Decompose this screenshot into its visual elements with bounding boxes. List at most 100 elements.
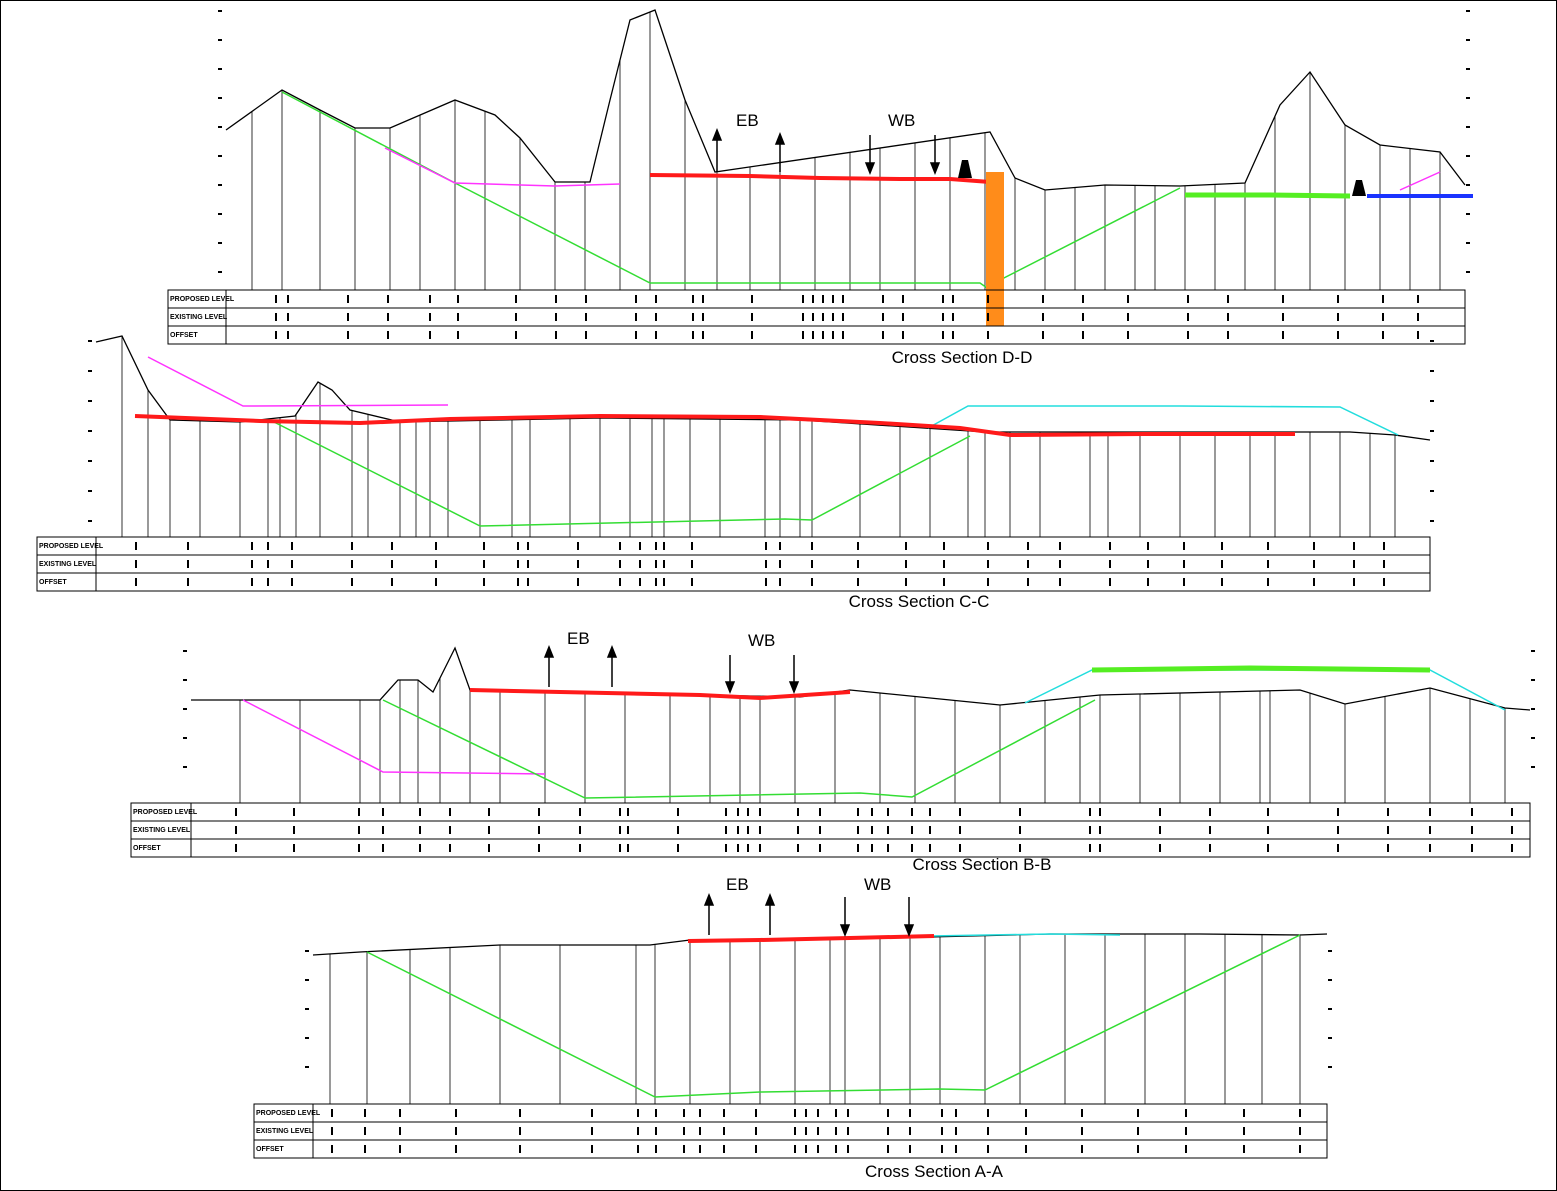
value-mark [483, 578, 485, 586]
value-mark [811, 578, 813, 586]
value-mark [909, 1127, 911, 1135]
value-mark [1383, 542, 1385, 550]
value-mark [655, 295, 657, 303]
value-mark [822, 295, 824, 303]
value-mark [455, 1127, 457, 1135]
value-mark [483, 542, 485, 550]
value-mark [538, 808, 540, 816]
value-mark [755, 1109, 757, 1117]
value-mark [1019, 808, 1021, 816]
section-a-a-row-offset: OFFSET [256, 1146, 284, 1153]
value-mark [635, 313, 637, 321]
value-mark [1059, 560, 1061, 568]
value-mark [293, 844, 295, 852]
value-mark [842, 295, 844, 303]
value-mark [1282, 295, 1284, 303]
value-mark [399, 1145, 401, 1153]
value-mark [1383, 578, 1385, 586]
value-mark [929, 808, 931, 816]
value-mark [1082, 313, 1084, 321]
value-mark [1337, 826, 1339, 834]
value-mark [1187, 295, 1189, 303]
value-mark [723, 1145, 725, 1153]
value-mark [519, 1145, 521, 1153]
scale-tick [88, 460, 92, 462]
value-mark [1187, 313, 1189, 321]
value-mark [382, 808, 384, 816]
value-mark [987, 578, 989, 586]
value-mark [943, 542, 945, 550]
value-mark [1187, 331, 1189, 339]
section-b-b-green-band [1091, 665, 1431, 673]
value-mark [677, 826, 679, 834]
value-mark [455, 1109, 457, 1117]
value-mark [692, 331, 694, 339]
value-mark [331, 1145, 333, 1153]
value-mark [1267, 826, 1269, 834]
value-mark [555, 313, 557, 321]
value-mark [1159, 844, 1161, 852]
value-mark [692, 295, 694, 303]
value-mark [847, 1127, 849, 1135]
value-mark [275, 313, 277, 321]
value-mark [235, 808, 237, 816]
value-mark [1025, 1109, 1027, 1117]
value-mark [1147, 560, 1149, 568]
value-mark [1227, 331, 1229, 339]
value-mark [751, 295, 753, 303]
section-d-d-caption: Cross Section D-D [892, 348, 1033, 367]
value-mark [794, 1145, 796, 1153]
value-mark [857, 542, 859, 550]
value-mark [887, 808, 889, 816]
value-mark [959, 826, 961, 834]
value-mark [1337, 808, 1339, 816]
value-mark [1137, 1145, 1139, 1153]
section-a-a-scale-right [1328, 950, 1332, 1068]
value-mark [235, 844, 237, 852]
value-mark [1337, 844, 1339, 852]
scale-tick [1466, 10, 1470, 12]
value-mark [747, 808, 749, 816]
value-mark [952, 331, 954, 339]
value-mark [291, 578, 293, 586]
value-mark [293, 808, 295, 816]
value-mark [585, 295, 587, 303]
scale-tick [1531, 766, 1535, 768]
value-mark [1109, 578, 1111, 586]
value-mark [627, 808, 629, 816]
value-mark [364, 1145, 366, 1153]
value-mark [387, 313, 389, 321]
value-mark [832, 331, 834, 339]
section-a-a-row-proposed: PROPOSED LEVEL [256, 1110, 321, 1117]
value-mark [702, 295, 704, 303]
value-mark [1337, 295, 1339, 303]
value-mark [635, 331, 637, 339]
scale-tick [1328, 979, 1332, 981]
scale-tick [1531, 708, 1535, 710]
value-mark [655, 331, 657, 339]
value-mark [822, 313, 824, 321]
value-mark [835, 1145, 837, 1153]
section-d-d-row-existing: EXISTING LEVEL [170, 314, 228, 321]
scale-tick [88, 340, 92, 342]
section-b-b-fill-line [242, 699, 546, 775]
value-mark [1025, 1127, 1027, 1135]
section-a-a-data-table [253, 1103, 1328, 1159]
section-a-a-eb-arrows [703, 892, 776, 935]
section-c-c-scale-left [88, 340, 92, 522]
section-c-c: PROPOSED LEVEL EXISTING LEVEL OFFSET Cro… [36, 335, 1434, 611]
value-mark [527, 560, 529, 568]
value-mark [619, 826, 621, 834]
scale-tick [183, 650, 187, 652]
value-mark [347, 313, 349, 321]
value-mark [822, 331, 824, 339]
value-mark [1019, 826, 1021, 834]
value-mark [1042, 313, 1044, 321]
value-mark [1185, 1109, 1187, 1117]
value-mark [765, 560, 767, 568]
section-d-d-row-offset: OFFSET [170, 332, 198, 339]
value-mark [857, 826, 859, 834]
scale-tick [88, 370, 92, 372]
scale-tick [218, 68, 222, 70]
value-mark [1429, 844, 1431, 852]
